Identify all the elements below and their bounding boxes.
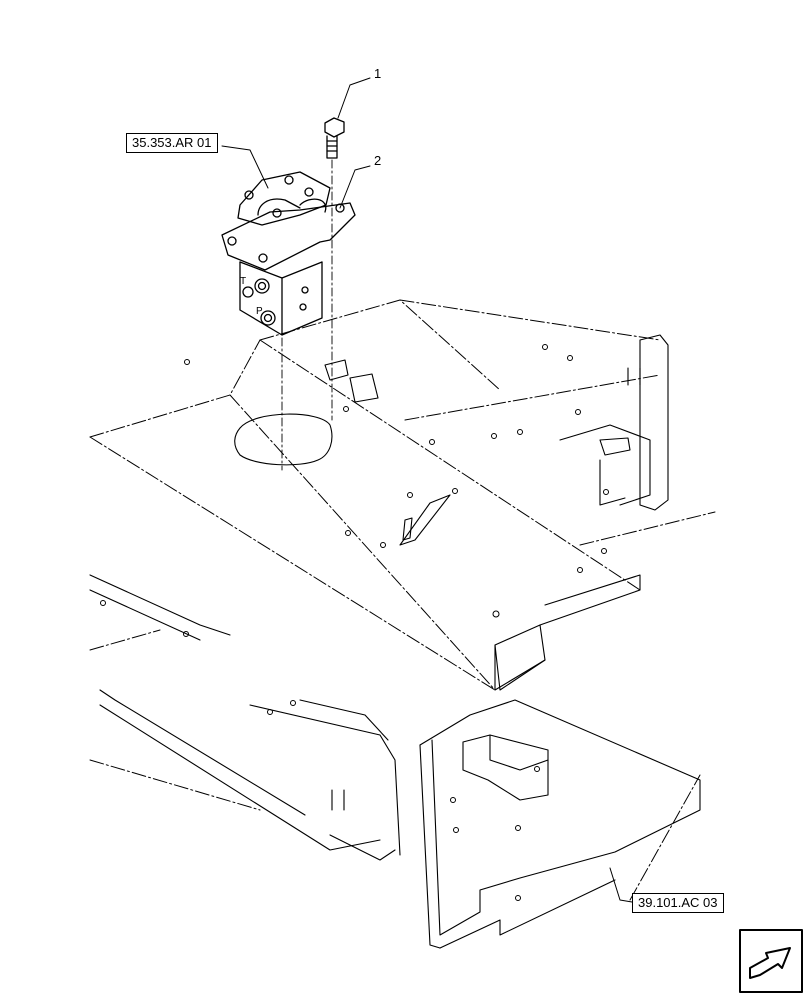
next-page-arrow-icon[interactable]	[738, 928, 804, 994]
reference-link-top[interactable]: 35.353.AR 01	[126, 133, 218, 153]
assembly-center-lines	[281, 159, 333, 471]
reference-link-bottom[interactable]: 39.101.AC 03	[632, 893, 724, 913]
frame-solid-lines	[89, 334, 701, 949]
callout-item-1: 1	[374, 66, 382, 81]
frame-phantom-lines	[89, 299, 716, 901]
bolt	[324, 117, 345, 159]
port-label-p: P	[256, 306, 263, 317]
frame-holes	[100, 344, 609, 901]
pilot-valve	[221, 171, 356, 336]
port-label-t: T	[240, 276, 247, 287]
leader-lines	[221, 77, 633, 903]
callout-item-2: 2	[374, 153, 382, 168]
